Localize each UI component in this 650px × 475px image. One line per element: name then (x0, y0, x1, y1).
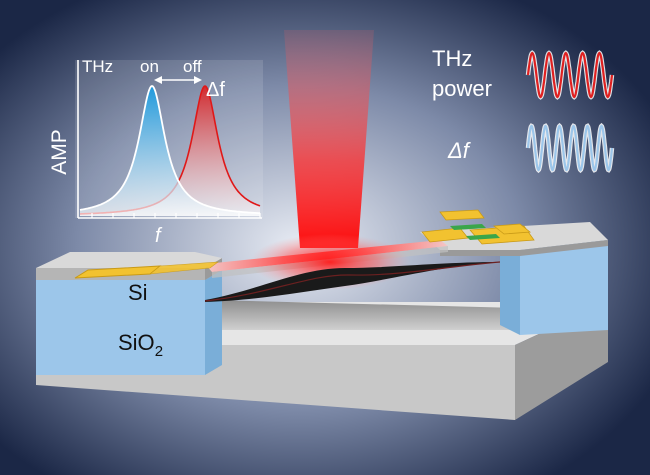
axis-ticks (91, 213, 261, 218)
deflected-beam (205, 262, 500, 302)
sio2-label: SiO2 (118, 330, 163, 360)
sine-wave-icon (526, 51, 614, 99)
trench-floor (205, 300, 520, 330)
off-label: off (183, 57, 202, 76)
spectrum-title: THz (82, 57, 113, 76)
spectrum-inset (75, 60, 263, 219)
thz-beam-icon (284, 30, 374, 248)
substrate-side (515, 302, 608, 420)
double-arrow-icon (154, 76, 202, 84)
x-axis-label: f (155, 225, 163, 247)
green-electrode (450, 224, 486, 230)
power-label-line2: power (432, 76, 492, 101)
left-anchor-top (36, 252, 222, 268)
y-axis-label: AMP (48, 129, 71, 175)
off-resonance-fill (80, 86, 260, 216)
on-resonance-curve (79, 84, 260, 215)
sine-wave-icon (526, 124, 614, 172)
right-gold-pad-top (439, 209, 485, 221)
left-oxide-side (205, 270, 222, 375)
df-label: Δf (447, 138, 472, 163)
right-oxide-side (500, 250, 520, 335)
right-oxide-front (520, 240, 608, 335)
left-oxide-front (36, 280, 205, 375)
shift-label: Δf (206, 79, 225, 101)
device (36, 209, 608, 420)
si-label: Si (128, 280, 148, 305)
power-label-line1: THz (432, 46, 472, 71)
on-label: on (140, 57, 159, 76)
